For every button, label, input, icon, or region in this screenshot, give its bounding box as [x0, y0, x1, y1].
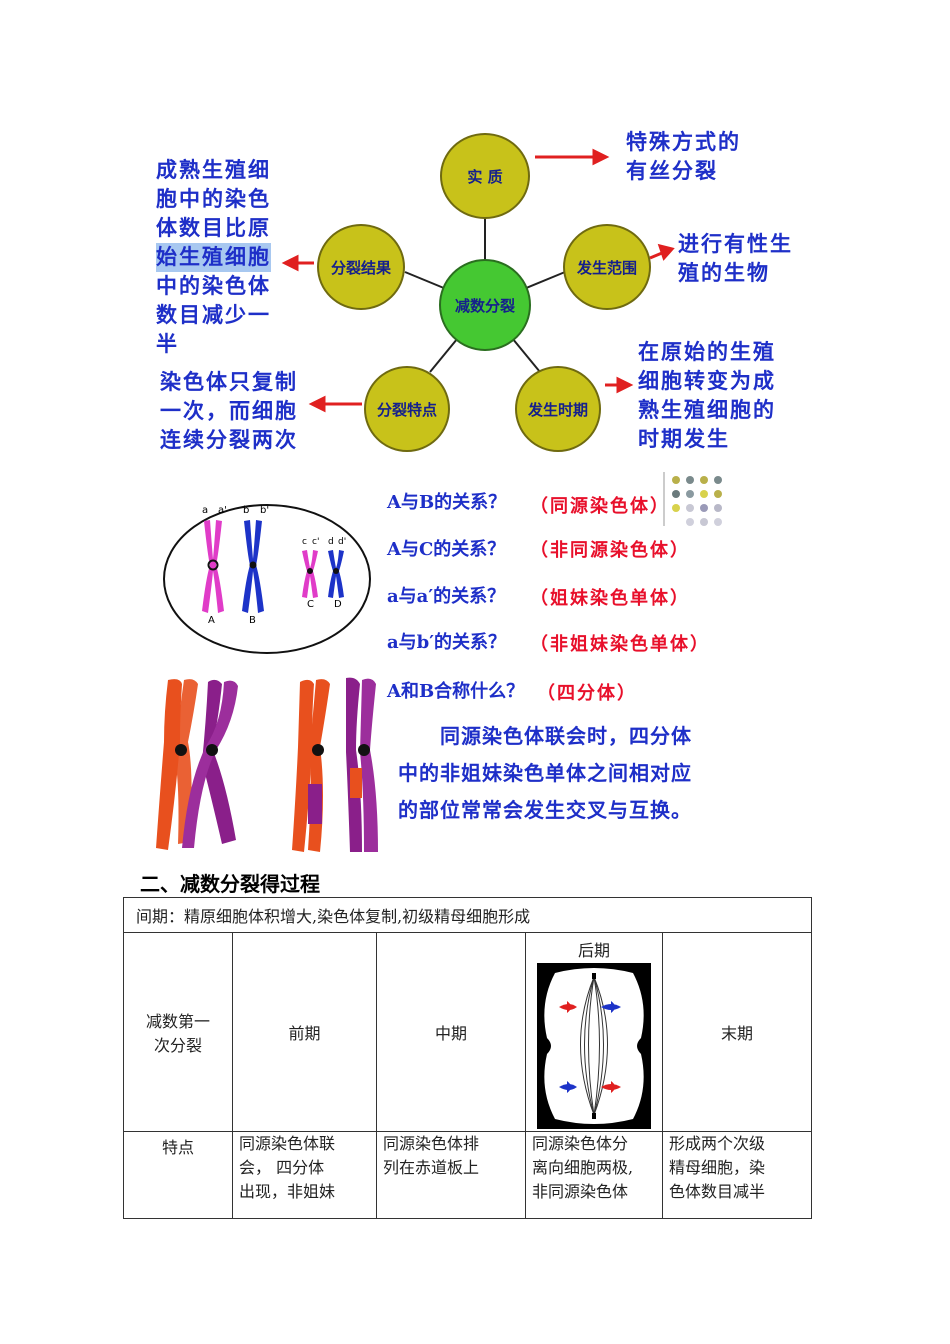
interphase-cell: 间期：精原细胞体积增大,染色体复制,初级精母细胞形成 — [123, 897, 812, 933]
label-d: d — [328, 537, 334, 547]
table-row-features: 特点 同源染色体联 会， 四分体 出现，非姐妹 同源染色体排 列在赤道板上 同源… — [123, 1131, 812, 1219]
node-result: 分裂结果 — [317, 224, 405, 310]
node-feature: 分裂特点 — [364, 366, 450, 452]
question-5: A和B合称什么？ — [387, 681, 525, 702]
feature-prophase: 同源染色体联 会， 四分体 出现，非姐妹 — [232, 1131, 377, 1219]
arrow-scope — [649, 243, 675, 261]
table-row-phases: 减数第一 次分裂 前期 中期 后期 — [123, 932, 812, 1132]
node-period: 发生时期 — [515, 366, 601, 452]
row-header-cell: 减数第一 次分裂 — [123, 932, 233, 1132]
diagram-connectors — [281, 148, 675, 413]
label-b-prime: b' — [260, 505, 270, 516]
arrow-result — [281, 254, 314, 272]
table-row-interphase: 间期：精原细胞体积增大,染色体复制,初级精母细胞形成 — [123, 897, 812, 933]
arrow-period — [605, 376, 634, 394]
question-1: A与B的关系？ — [387, 492, 507, 513]
feature-anaphase: 同源染色体分 离向细胞两极, 非同源染色体 — [525, 1131, 663, 1219]
arrow-essence — [535, 148, 610, 166]
chromosome-oval-illustration — [163, 504, 371, 654]
label-C: C — [307, 599, 314, 610]
desc-essence: 特殊方式的 有丝分裂 — [626, 130, 741, 183]
phase-anaphase: 后期 — [577, 941, 610, 960]
feature-metaphase: 同源染色体排 列在赤道板上 — [376, 1131, 526, 1219]
anaphase-cell-illustration — [537, 963, 651, 1129]
chromosome-oval-figure: a a' b b' c c' d d' A B C D — [162, 503, 372, 655]
section-title: 二、减数分裂得过程 — [140, 872, 320, 896]
question-2: A与C的关系？ — [387, 539, 506, 560]
meiosis-process-table: 间期：精原细胞体积增大,染色体复制,初级精母细胞形成 减数第一 次分裂 前期 中… — [123, 897, 812, 1219]
label-d-prime: d' — [338, 537, 347, 547]
question-3: a与a′的关系？ — [387, 586, 506, 607]
label-a-prime: a' — [218, 505, 227, 516]
desc-result: 成熟生殖细 胞中的染色 体数目比原 始生殖细胞 中的染色体 数目减少一 半 — [156, 158, 271, 356]
feature-label-cell: 特点 — [123, 1131, 233, 1219]
phase-anaphase-cell: 后期 — [525, 932, 663, 1132]
label-a: a — [202, 505, 209, 516]
answer-4: （非姐妹染色单体） — [530, 634, 710, 655]
desc-scope: 进行有性生 殖的生物 — [678, 232, 793, 285]
desc-feature: 染色体只复制 一次，而细胞 连续分裂两次 — [160, 370, 298, 452]
crossover-note: 同源染色体联会时，四分体 中的非姐妹染色单体之间相对应 的部位常常会发生交叉与互… — [398, 724, 692, 822]
label-B: B — [249, 615, 256, 626]
answer-5: （四分体） — [537, 683, 637, 704]
node-essence: 实 质 — [440, 133, 530, 219]
label-D: D — [334, 599, 342, 610]
answer-2: （非同源染色体） — [530, 540, 690, 561]
decorative-dot-grid — [663, 472, 722, 526]
label-c-prime: c' — [312, 537, 320, 547]
phase-prophase: 前期 — [232, 932, 377, 1132]
arrow-feature — [308, 395, 362, 413]
question-4: a与b′的关系？ — [387, 632, 506, 653]
desc-period: 在原始的生殖 细胞转变为成 熟生殖细胞的 时期发生 — [638, 340, 776, 451]
feature-telophase: 形成两个次级 精母细胞，染 色体数目减半 — [662, 1131, 812, 1219]
answer-3: （姐妹染色单体） — [530, 588, 690, 609]
phase-metaphase: 中期 — [376, 932, 526, 1132]
label-b: b — [243, 505, 250, 516]
label-c: c — [302, 537, 307, 547]
center-node: 减数分裂 — [439, 259, 531, 351]
crossover-illustration — [156, 677, 378, 852]
answer-1: （同源染色体） — [530, 496, 670, 517]
phase-telophase: 末期 — [662, 932, 812, 1132]
node-scope: 发生范围 — [563, 224, 651, 310]
label-A: A — [208, 615, 215, 626]
